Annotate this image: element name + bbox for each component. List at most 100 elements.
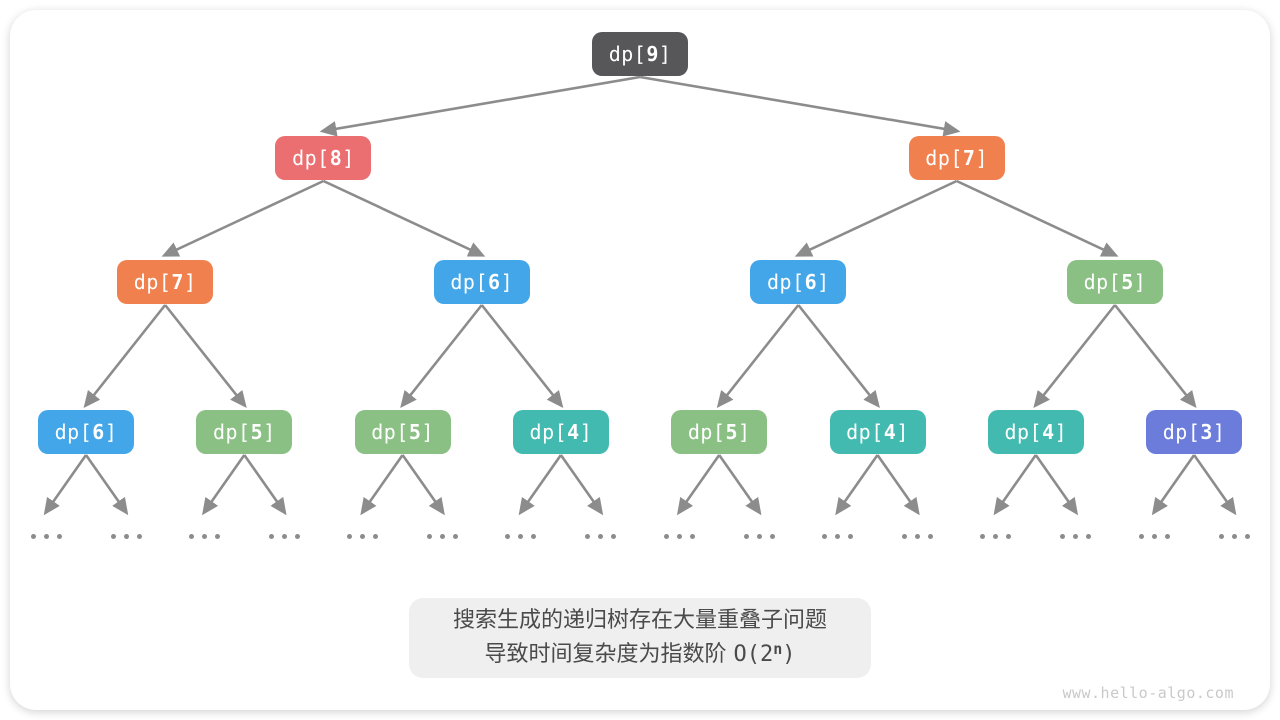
node-label-prefix: dp[ — [687, 420, 726, 444]
node-label-prefix: dp[ — [371, 420, 409, 444]
node-label-prefix: dp[ — [529, 420, 568, 444]
node-label-value: 6 — [488, 270, 501, 294]
ellipsis — [902, 534, 934, 539]
node-label-value: 9 — [646, 42, 659, 66]
node-label-prefix: dp[ — [212, 420, 251, 444]
ellipsis-dot — [993, 534, 999, 539]
ellipsis-dot — [123, 534, 129, 539]
caption-line-1: 搜索生成的递归树存在大量重叠子问题 — [452, 607, 827, 632]
node-label-suffix: ] — [1054, 420, 1068, 444]
ellipsis-dot — [43, 534, 49, 539]
ellipsis-dot — [427, 534, 433, 539]
tree-node-dp5: dp[5] — [671, 410, 768, 454]
ellipsis — [743, 534, 775, 539]
ellipsis — [1060, 534, 1092, 539]
node-label-suffix: ] — [421, 420, 434, 444]
node-label-prefix: dp[ — [54, 420, 93, 444]
ellipsis-dot — [915, 534, 920, 539]
ellipsis-dot — [1244, 534, 1250, 539]
ellipsis — [980, 534, 1012, 539]
node-label-value: 5 — [250, 420, 264, 444]
tree-node-dp4: dp[4] — [987, 410, 1084, 454]
node-label-value: 6 — [804, 270, 818, 294]
node-label-suffix: ] — [104, 420, 118, 444]
ellipsis-dot — [822, 534, 827, 539]
caption-line-2-text: 导致时间复杂度为指数阶 — [484, 641, 727, 666]
node-label-prefix: dp[ — [766, 270, 805, 294]
ellipsis-dot — [373, 534, 379, 539]
node-label-prefix: dp[ — [1083, 270, 1122, 294]
ellipsis-dot — [756, 534, 762, 539]
node-label-prefix: dp[ — [846, 420, 884, 444]
ellipsis-dot — [110, 534, 116, 539]
node-label-value: 5 — [725, 420, 738, 444]
ellipsis — [427, 534, 459, 539]
ellipsis — [347, 534, 379, 539]
node-label-value: 4 — [883, 420, 897, 444]
ellipsis-dot — [56, 534, 62, 539]
node-label-value: 6 — [92, 420, 105, 444]
ellipsis-dot — [1164, 534, 1170, 539]
ellipsis — [1218, 534, 1250, 539]
node-label-value: 7 — [962, 146, 976, 170]
ellipsis — [822, 534, 854, 539]
ellipsis-dot — [743, 534, 749, 539]
node-label-prefix: dp[ — [450, 270, 489, 294]
ellipsis-dot — [928, 534, 933, 539]
tree-node-dp4: dp[4] — [512, 410, 609, 454]
tree-node-dp6: dp[6] — [433, 260, 530, 304]
tree-node-dp8: dp[8] — [275, 136, 372, 180]
ellipsis — [585, 534, 617, 539]
ellipsis-dot — [268, 534, 274, 539]
node-label-value: 4 — [1042, 420, 1055, 444]
node-label-value: 5 — [1121, 270, 1134, 294]
ellipsis-dot — [663, 534, 669, 539]
ellipsis-dot — [505, 534, 511, 539]
node-label-suffix: ] — [738, 420, 751, 444]
tree-node-dp5: dp[5] — [354, 410, 451, 454]
ellipsis — [663, 534, 695, 539]
ellipsis-dot — [188, 534, 194, 539]
tree-node-dp4: dp[4] — [829, 410, 926, 454]
tree-node-dp7: dp[7] — [908, 136, 1005, 180]
ellipsis-dot — [214, 534, 220, 539]
node-label-suffix: ] — [1212, 420, 1226, 444]
ellipsis-dot — [1151, 534, 1157, 539]
ellipsis — [110, 534, 142, 539]
caption-complexity-open: O(2 — [733, 642, 774, 667]
ellipsis-dot — [518, 534, 524, 539]
node-label-prefix: dp[ — [292, 146, 330, 170]
ellipsis-dot — [294, 534, 300, 539]
tree-node-dp7: dp[7] — [117, 260, 214, 304]
node-label-suffix: ] — [1133, 270, 1147, 294]
ellipsis-dot — [201, 534, 207, 539]
ellipsis — [268, 534, 300, 539]
ellipsis-dot — [598, 534, 604, 539]
ellipsis-dot — [980, 534, 986, 539]
ellipsis-dot — [848, 534, 853, 539]
ellipsis-dot — [611, 534, 617, 539]
ellipsis-dot — [360, 534, 366, 539]
ellipsis-dot — [453, 534, 459, 539]
watermark: www.hello-algo.com — [1062, 684, 1234, 702]
caption-complexity-exponent: n — [773, 640, 783, 658]
node-label-value: 5 — [408, 420, 422, 444]
ellipsis-dot — [1006, 534, 1012, 539]
tree-node-dp5: dp[5] — [1066, 260, 1163, 304]
ellipsis-dot — [347, 534, 353, 539]
ellipsis-dot — [1218, 534, 1224, 539]
ellipsis-dot — [1086, 534, 1092, 539]
node-label-value: 8 — [329, 146, 343, 170]
tree-node-dp5: dp[5] — [196, 410, 293, 454]
node-label-suffix: ] — [183, 270, 197, 294]
node-label-prefix: dp[ — [1162, 420, 1201, 444]
node-label-suffix: ] — [263, 420, 276, 444]
ellipsis-dot — [531, 534, 537, 539]
node-label-prefix: dp[ — [1004, 420, 1043, 444]
ellipsis-dot — [136, 534, 142, 539]
ellipsis-dot — [689, 534, 695, 539]
